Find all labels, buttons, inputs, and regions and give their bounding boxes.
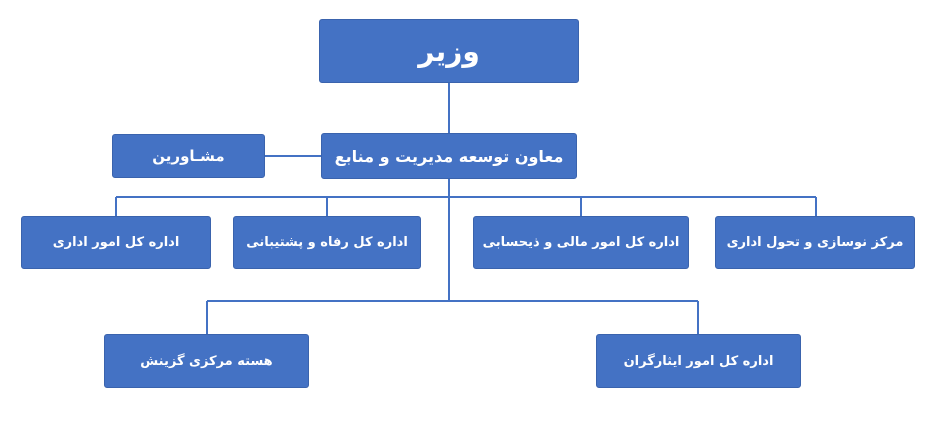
deputy-label: معاون توسعه مدیریت و منابع <box>334 146 564 166</box>
admin-affairs-label: اداره کل امور اداری <box>52 235 180 250</box>
advisors-box: مشـاورین <box>112 134 265 178</box>
welfare-box: اداره کل رفاه و پشتیبانی <box>233 216 421 269</box>
selection-core-label: هسته مرکزی گزینش <box>140 353 273 369</box>
finance-box: اداره کل امور مالی و ذیحسابی <box>473 216 689 269</box>
deputy-box: معاون توسعه مدیریت و منابع <box>321 133 577 179</box>
selection-core-box: هسته مرکزی گزینش <box>104 334 309 388</box>
admin-affairs-box: اداره کل امور اداری <box>21 216 211 269</box>
minister-label: وزیر <box>418 34 480 68</box>
welfare-label: اداره کل رفاه و پشتیبانی <box>246 235 408 250</box>
renewal-center-label: مرکز نوسازی و تحول اداری <box>726 235 904 250</box>
veterans-affairs-box: اداره کل امور ایثارگران <box>596 334 801 388</box>
advisors-label: مشـاورین <box>152 147 225 165</box>
finance-label: اداره کل امور مالی و ذیحسابی <box>482 235 680 250</box>
renewal-center-box: مرکز نوسازی و تحول اداری <box>715 216 915 269</box>
veterans-affairs-label: اداره کل امور ایثارگران <box>623 353 774 369</box>
minister-box: وزیر <box>319 19 579 83</box>
